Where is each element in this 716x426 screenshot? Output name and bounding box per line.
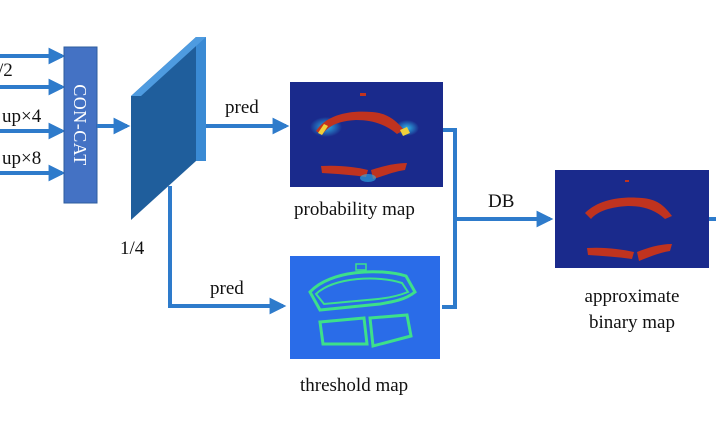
feature-slab-front <box>131 37 196 220</box>
threshold-map-image <box>290 256 440 359</box>
feature-scale-label: 1/4 <box>120 238 145 259</box>
feature-slab-side <box>196 37 206 161</box>
concat-block <box>63 46 98 204</box>
input-label-half: /2 <box>0 60 13 81</box>
feature-slab-top <box>131 37 206 96</box>
input-label-up8: up×8 <box>2 148 41 169</box>
feature-slab <box>131 37 206 220</box>
binary-map-image <box>555 170 709 268</box>
db-label: DB <box>488 191 514 212</box>
pred-bottom-label: pred <box>210 278 244 299</box>
input-label-up4: up×4 <box>2 106 42 127</box>
pred-top-label: pred <box>225 97 259 118</box>
threshold-map-caption: threshold map <box>300 375 408 396</box>
binary-map-caption-2: binary map <box>589 312 675 333</box>
concat-label: CON-CAT <box>70 84 90 166</box>
input-arrows <box>0 47 66 182</box>
pred-bottom-arrow <box>168 186 287 315</box>
binary-map-caption-1: approximate <box>585 286 680 307</box>
probability-map-caption: probability map <box>294 199 415 220</box>
probability-map-image <box>290 82 443 187</box>
merge-bracket <box>442 128 457 309</box>
